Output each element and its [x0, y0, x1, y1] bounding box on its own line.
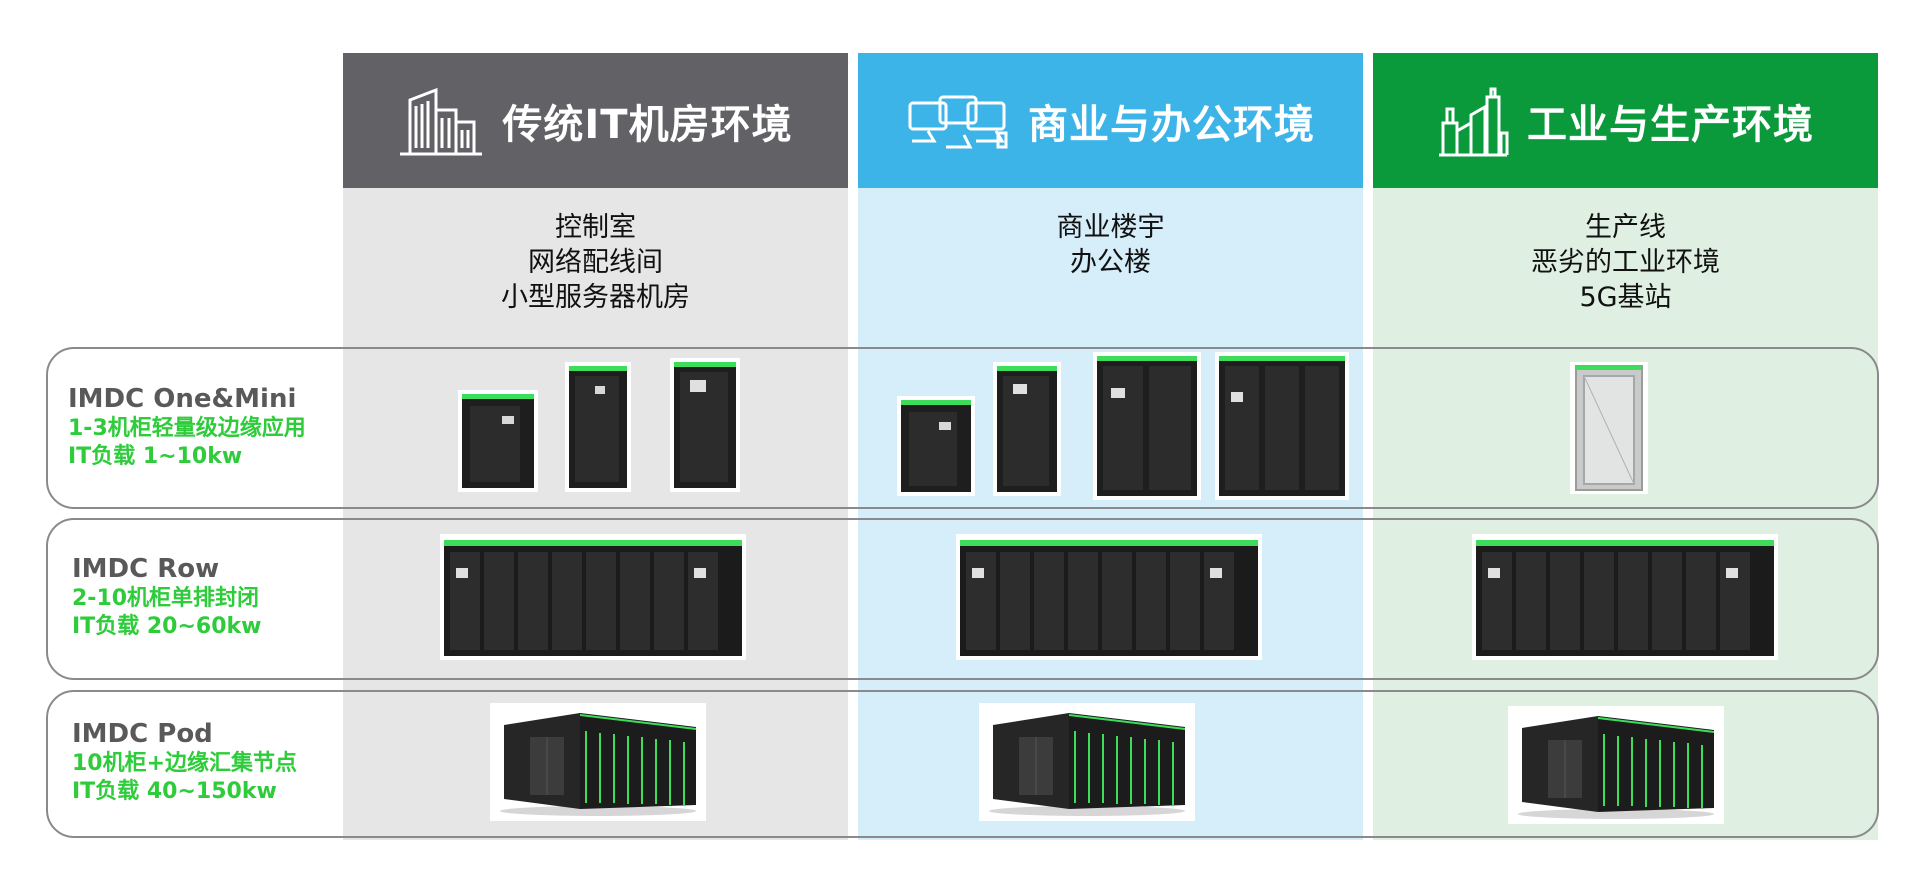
factory-icon — [1439, 87, 1509, 156]
single-cabinet-icon — [1570, 362, 1648, 494]
scenario-list-commercial: 商业楼宇 办公楼 — [858, 210, 1363, 340]
product-name: IMDC Row — [72, 554, 220, 584]
scenario-item: 小型服务器机房 — [501, 282, 690, 313]
row-frame-pod — [46, 690, 1879, 838]
scenario-item: 5G基站 — [1579, 282, 1672, 313]
containment-pod-icon — [490, 703, 706, 821]
office-monitors-icon — [908, 95, 1008, 148]
single-cabinet-icon — [1215, 352, 1349, 500]
column-title: 工业与生产环境 — [1527, 101, 1814, 148]
scenario-item: 控制室 — [555, 212, 636, 243]
product-load: IT负载 1~10kw — [68, 444, 243, 469]
scenario-list-traditional: 控制室 网络配线间 小型服务器机房 — [343, 210, 848, 340]
column-title: 传统IT机房环境 — [502, 101, 793, 148]
product-description: 1-3机柜轻量级边缘应用 — [68, 416, 306, 441]
product-description: 10机柜+边缘汇集节点 — [72, 751, 298, 776]
column-header-industrial: 工业与生产环境 — [1373, 53, 1878, 188]
scenario-item: 办公楼 — [1070, 247, 1151, 278]
scenario-item: 网络配线间 — [528, 247, 663, 278]
single-cabinet-icon — [897, 396, 975, 496]
single-cabinet-icon — [1093, 352, 1201, 500]
scenario-list-industrial: 生产线 恶劣的工业环境 5G基站 — [1373, 210, 1878, 340]
scenario-item: 生产线 — [1585, 212, 1666, 243]
scenario-item: 商业楼宇 — [1056, 212, 1165, 243]
cabinet-row-icon — [956, 534, 1262, 660]
containment-pod-icon — [979, 703, 1195, 821]
scenario-item: 恶劣的工业环境 — [1531, 247, 1720, 278]
containment-pod-icon — [1508, 706, 1724, 824]
column-title: 商业与办公环境 — [1028, 101, 1315, 148]
column-header-traditional: 传统IT机房环境 — [343, 53, 848, 188]
row-frame-row — [46, 518, 1879, 680]
row-frame-one-mini — [46, 347, 1879, 509]
row-label-row: IMDC Row 2-10机柜单排封闭 IT负载 20~60kw — [72, 553, 261, 641]
single-cabinet-icon — [458, 390, 538, 492]
column-header-commercial: 商业与办公环境 — [858, 53, 1363, 188]
product-load: IT负载 40~150kw — [72, 779, 277, 804]
cabinet-row-icon — [1472, 534, 1778, 660]
row-label-pod: IMDC Pod 10机柜+边缘汇集节点 IT负载 40~150kw — [72, 718, 297, 806]
single-cabinet-icon — [993, 362, 1061, 496]
product-name: IMDC One&Mini — [68, 384, 297, 414]
row-label-one-mini: IMDC One&Mini 1-3机柜轻量级边缘应用 IT负载 1~10kw — [68, 383, 306, 471]
office-building-icon — [400, 87, 483, 155]
product-description: 2-10机柜单排封闭 — [72, 586, 260, 611]
product-load: IT负载 20~60kw — [72, 614, 262, 639]
product-name: IMDC Pod — [72, 719, 213, 749]
cabinet-row-icon — [440, 534, 746, 660]
single-cabinet-icon — [670, 358, 740, 492]
single-cabinet-icon — [565, 362, 631, 492]
